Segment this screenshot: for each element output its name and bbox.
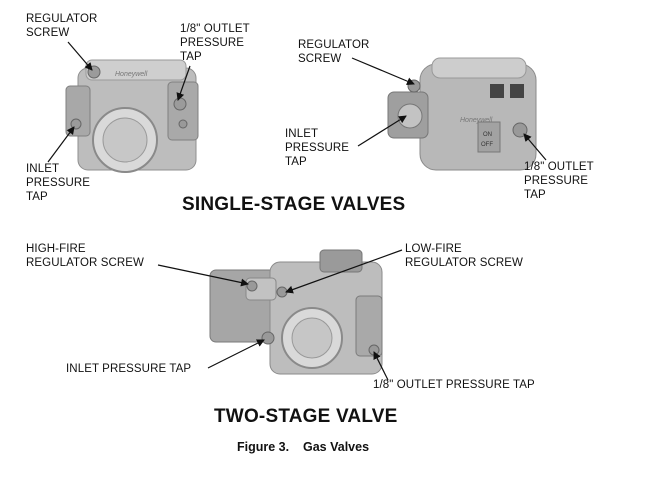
single-stage-valve-right: Honeywell ON OFF	[387, 57, 537, 171]
callout-lines	[47, 41, 547, 381]
two-stage-valve	[209, 249, 383, 375]
switch-on-label: ON	[483, 132, 492, 138]
callout-right-regulator-screw: REGULATOR SCREW	[298, 39, 370, 65]
leader-left-regulator	[67, 41, 93, 71]
callout-two-stage-inlet-pressure-tap: INLET PRESSURE TAP	[66, 363, 192, 375]
single-stage-heading: SINGLE-STAGE VALVES	[182, 194, 406, 215]
leader-high-fire	[157, 264, 249, 287]
brand-mark-right: Honeywell	[460, 117, 493, 124]
figure-title: Gas Valves	[303, 440, 370, 454]
callout-right-outlet-pressure-tap: 1/8" OUTLET PRESSURE TAP	[524, 161, 594, 201]
figure-caption: Figure 3. Gas Valves	[237, 440, 369, 454]
leader-low-fire	[285, 249, 403, 294]
leader-left-outlet	[176, 65, 191, 101]
callout-low-fire-regulator-screw: LOW-FIRE REGULATOR SCREW	[405, 243, 524, 269]
callout-left-regulator-screw: REGULATOR SCREW	[26, 13, 98, 39]
two-stage-heading: TWO-STAGE VALVE	[214, 406, 398, 427]
switch-off-label: OFF	[481, 142, 493, 148]
leader-right-regulator	[351, 57, 415, 85]
brand-mark-left: Honeywell	[115, 71, 148, 78]
leader-right-inlet	[357, 115, 407, 147]
callout-left-inlet-pressure-tap: INLET PRESSURE TAP	[26, 163, 91, 203]
single-stage-valve-left: Honeywell	[65, 59, 199, 173]
leader-left-inlet	[47, 126, 75, 163]
callout-two-stage-outlet-pressure-tap: 1/8" OUTLET PRESSURE TAP	[373, 379, 535, 391]
figure-number: Figure 3.	[237, 440, 290, 454]
leader-two-stage-inlet	[207, 339, 265, 369]
callout-right-inlet-pressure-tap: INLET PRESSURE TAP	[285, 128, 350, 168]
leader-two-stage-outlet	[373, 351, 389, 381]
callout-left-outlet-pressure-tap: 1/8" OUTLET PRESSURE TAP	[180, 23, 250, 63]
callout-high-fire-regulator-screw: HIGH-FIRE REGULATOR SCREW	[26, 243, 145, 269]
leader-right-outlet	[523, 133, 547, 161]
